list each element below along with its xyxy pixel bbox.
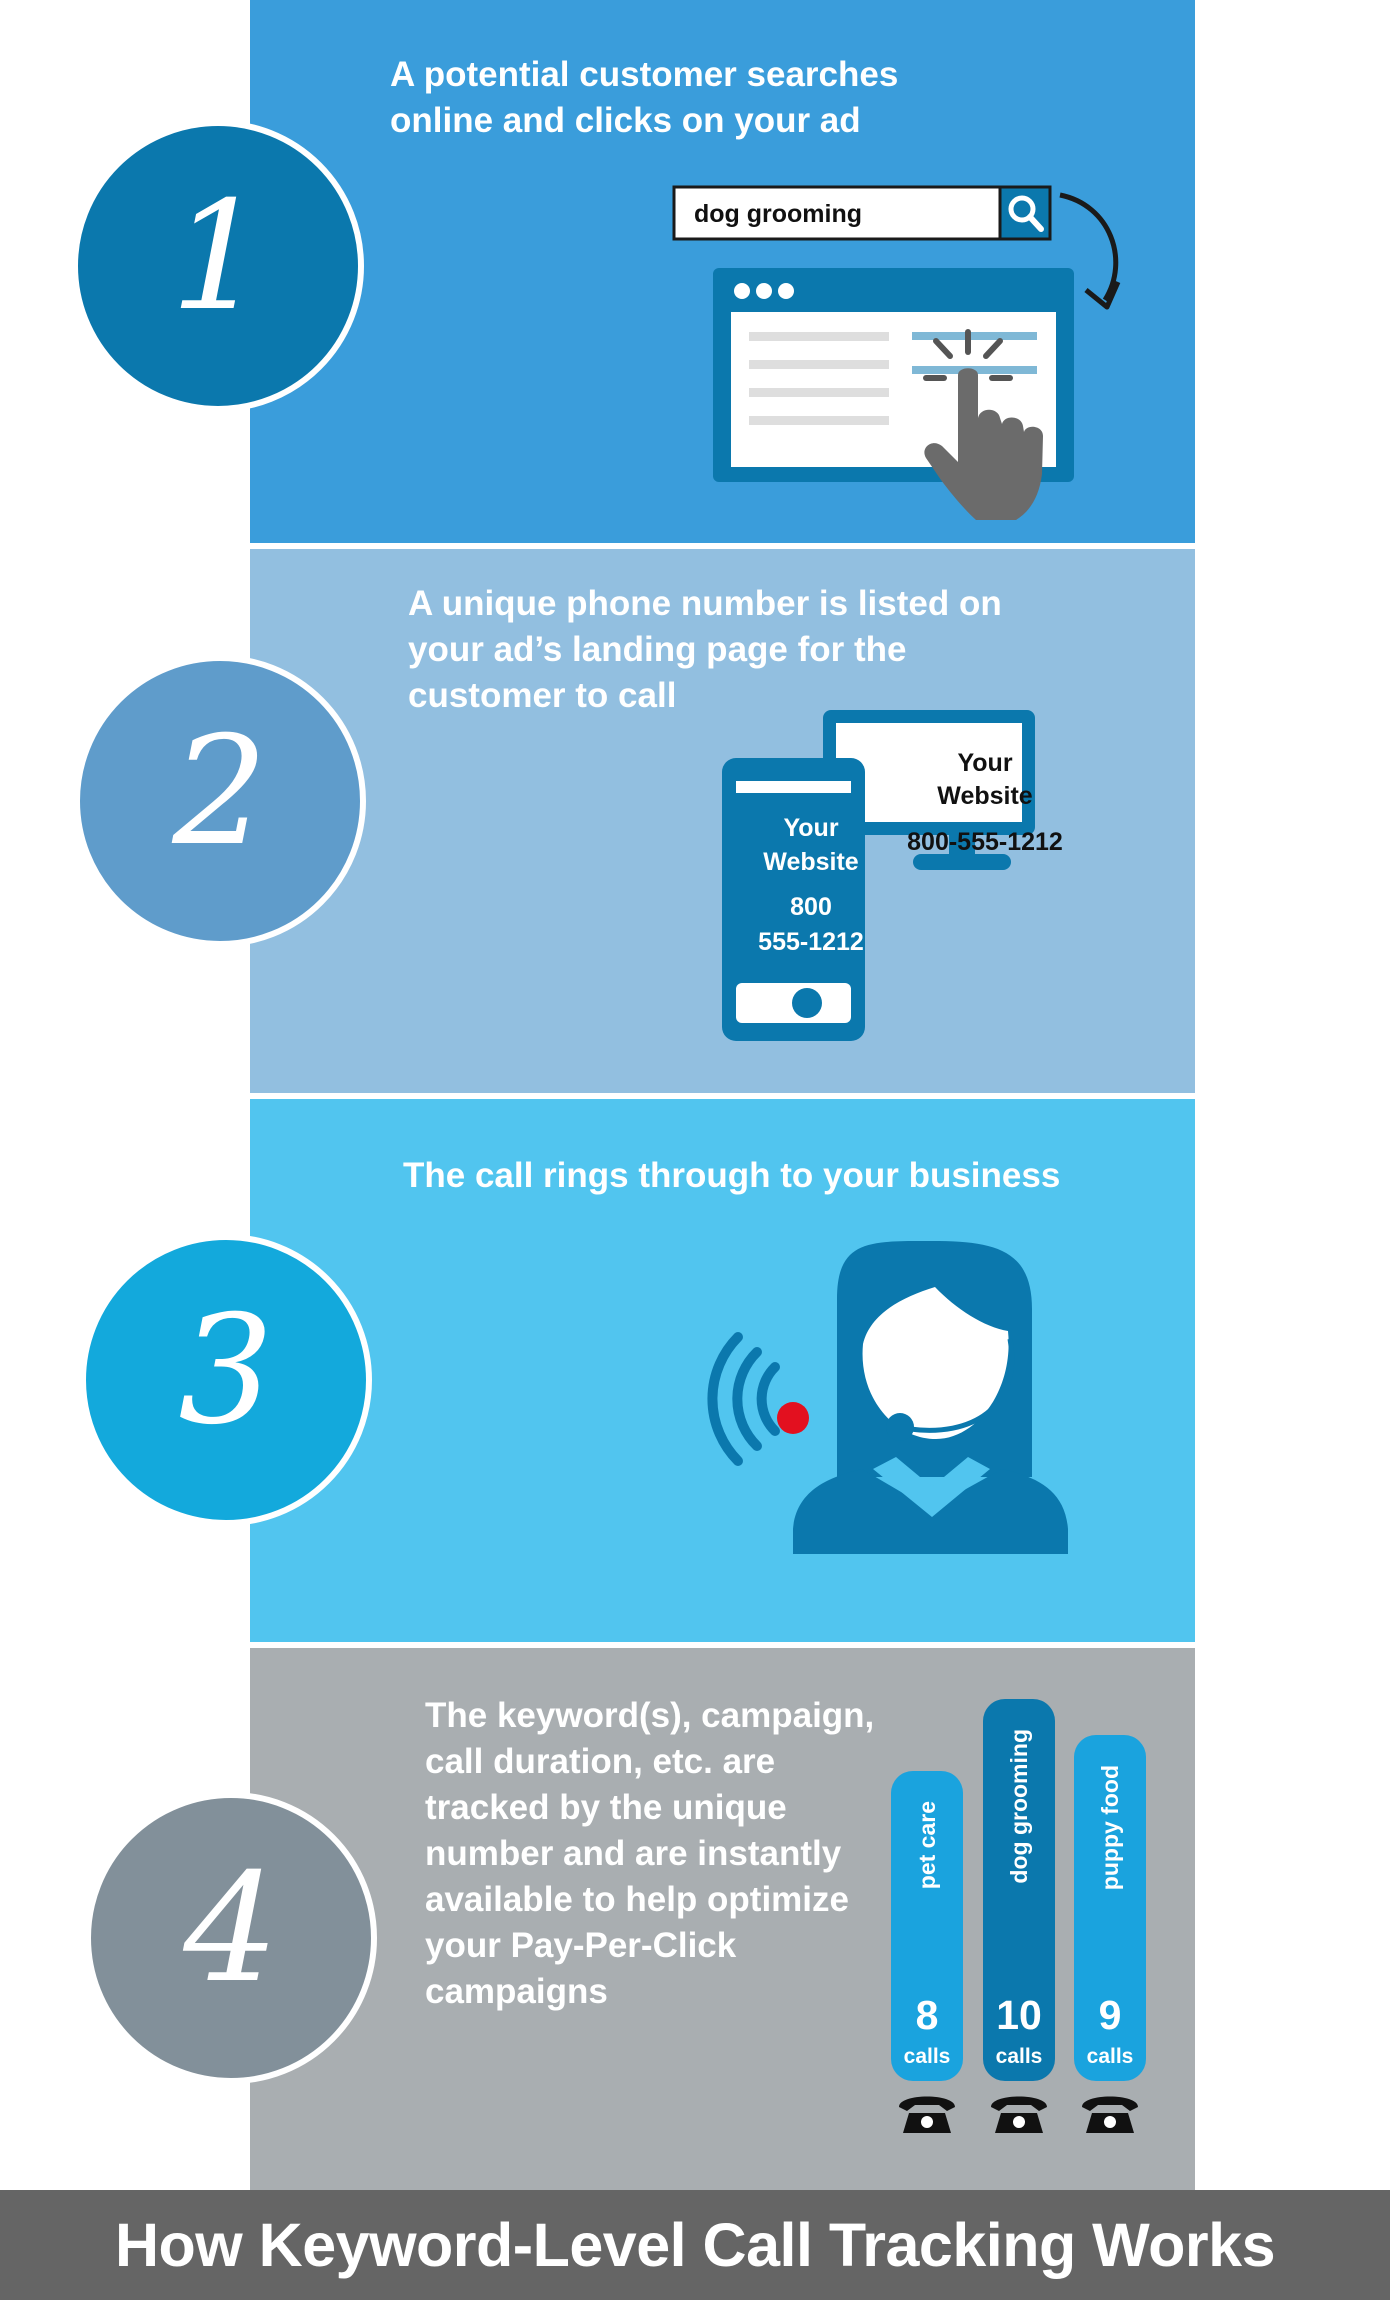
headset-agent-icon bbox=[793, 1240, 1068, 1554]
desktop-label-line1: Your bbox=[957, 749, 1012, 777]
step-4-text: The keyword(s), campaign, call duration,… bbox=[425, 1696, 875, 2011]
keyword-label-1: pet care bbox=[914, 1801, 940, 1889]
search-click-illustration: dog grooming bbox=[672, 185, 1121, 520]
step-2-text: A unique phone number is listed on your … bbox=[408, 584, 1002, 715]
step-2-panel: A unique phone number is listed on your … bbox=[250, 549, 1195, 1093]
keyword-label-2: dog grooming bbox=[1006, 1729, 1032, 1884]
step-2-number: 2 bbox=[171, 705, 267, 879]
call-count-1: 8 bbox=[916, 1992, 939, 2038]
step-1-text: A potential customer searches online and… bbox=[390, 55, 899, 140]
step-3-panel: The call rings through to your business bbox=[250, 1099, 1195, 1642]
svg-text:4: 4 bbox=[182, 1842, 278, 2016]
desktop-label-line2: Website bbox=[937, 782, 1032, 810]
svg-text:3: 3 bbox=[178, 1284, 273, 1458]
telephone-icon bbox=[1082, 2096, 1138, 2133]
call-center-illustration bbox=[707, 1240, 1068, 1554]
step-1-number-circle: 1 bbox=[72, 120, 364, 412]
svg-text:1: 1 bbox=[170, 170, 265, 344]
call-count-2: 10 bbox=[996, 1992, 1042, 2038]
desktop-monitor-icon: Your Website 800-555-1212 bbox=[823, 710, 1063, 870]
keyword-bar-3 bbox=[1074, 1735, 1146, 2081]
step-4-panel: The keyword(s), campaign, call duration,… bbox=[250, 1648, 1195, 2190]
telephone-icon bbox=[899, 2096, 955, 2133]
red-dot bbox=[777, 1402, 809, 1434]
mobile-phone-icon: Your Website 800 555-1212 bbox=[722, 758, 865, 1041]
call-unit-3: calls bbox=[1087, 2045, 1134, 2068]
footer-title: How Keyword-Level Call Tracking Works bbox=[114, 2211, 1276, 2279]
step-1-number: 1 bbox=[170, 170, 265, 344]
keyword-calls-illustration: pet care 8 calls dog grooming 10 calls puppy f… bbox=[891, 1699, 1146, 2133]
desktop-phone: 800-555-1212 bbox=[907, 828, 1063, 856]
svg-text:2: 2 bbox=[171, 705, 267, 879]
mobile-phone-line2: 555-1212 bbox=[758, 928, 864, 956]
call-count-3: 9 bbox=[1099, 1992, 1122, 2038]
ringing-waves-icon bbox=[707, 1332, 780, 1466]
footer-title-bar: How Keyword-Level Call Tracking Works bbox=[0, 2190, 1390, 2300]
search-box: dog grooming bbox=[672, 185, 1052, 241]
step-1-panel: A potential customer searches online and… bbox=[250, 0, 1195, 543]
call-unit-1: calls bbox=[904, 2045, 951, 2068]
hand-pointer-icon bbox=[923, 329, 1043, 520]
step-3-number-circle: 3 bbox=[80, 1234, 372, 1526]
mobile-label-line1: Your bbox=[783, 814, 838, 842]
mobile-label-line2: Website bbox=[763, 848, 858, 876]
keyword-bar-2 bbox=[983, 1699, 1055, 2081]
devices-illustration: Your Website 800-555-1212 Your Website 8… bbox=[722, 710, 1063, 1041]
search-query-text: dog grooming bbox=[694, 200, 862, 228]
keyword-bar-1 bbox=[891, 1771, 963, 2081]
keyword-label-3: puppy food bbox=[1097, 1765, 1123, 1890]
telephone-icon bbox=[991, 2096, 1047, 2133]
step-4-number: 4 bbox=[182, 1842, 278, 2016]
call-unit-2: calls bbox=[996, 2045, 1043, 2068]
step-4-number-circle: 4 bbox=[85, 1792, 377, 2084]
step-3-text: The call rings through to your business bbox=[403, 1156, 1061, 1195]
magnifier-icon bbox=[1008, 195, 1044, 232]
mobile-phone-line1: 800 bbox=[790, 893, 832, 921]
step-2-number-circle: 2 bbox=[74, 655, 366, 947]
step-3-number: 3 bbox=[178, 1284, 273, 1458]
curved-arrow-icon bbox=[1059, 192, 1121, 310]
